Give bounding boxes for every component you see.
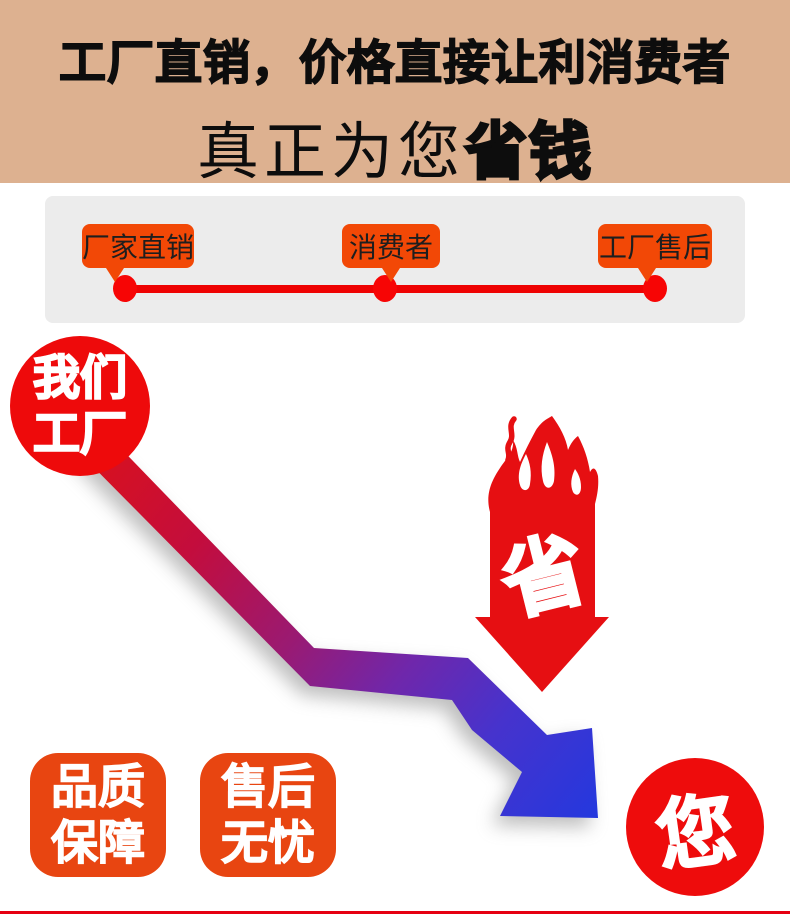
bottom-divider [0,911,790,914]
badge-aftersale-worryfree: 售后 无忧 [200,753,336,877]
flame-arrow-body [475,508,609,692]
badge-quality-guarantee: 品质 保障 [30,753,166,877]
factory-circle: 我们 工厂 [10,336,150,476]
badge-quality-line2: 保障 [51,815,146,869]
timeline-label-factory-aftersale: 工厂售后 [598,224,712,282]
flame-notch-right [571,469,581,495]
flame-notch-left [518,454,531,491]
timeline-label-factory-direct: 厂家直销 [82,224,194,282]
timeline-label-consumer: 消费者 [342,224,440,282]
badge-aftersale-line2: 无忧 [221,815,316,869]
save-flame-arrow: 省 [472,412,612,697]
header-banner: 工厂直销，价格直接让利消费者 真正为您省钱 [0,0,790,189]
flame-arrow-icon [475,416,609,692]
factory-circle-line1: 我们 [32,350,128,405]
supply-chain-timeline: 厂家直销 消费者 工厂售后 [45,196,745,323]
badge-aftersale-line1: 售后 [221,759,316,813]
header-subtitle: 真正为您省钱 [0,101,790,191]
you-circle: 您 [626,758,764,896]
flame-notch-center [541,442,555,488]
factory-circle-line2: 工厂 [32,406,128,461]
header-subtitle-bold: 省钱 [463,117,594,189]
header-subtitle-light: 真正为您 [196,118,465,187]
badge-quality-line1: 品质 [51,759,146,813]
flame-wisp [505,416,517,463]
you-circle-label: 您 [650,783,742,883]
header-title: 工厂直销，价格直接让利消费者 [58,35,731,90]
